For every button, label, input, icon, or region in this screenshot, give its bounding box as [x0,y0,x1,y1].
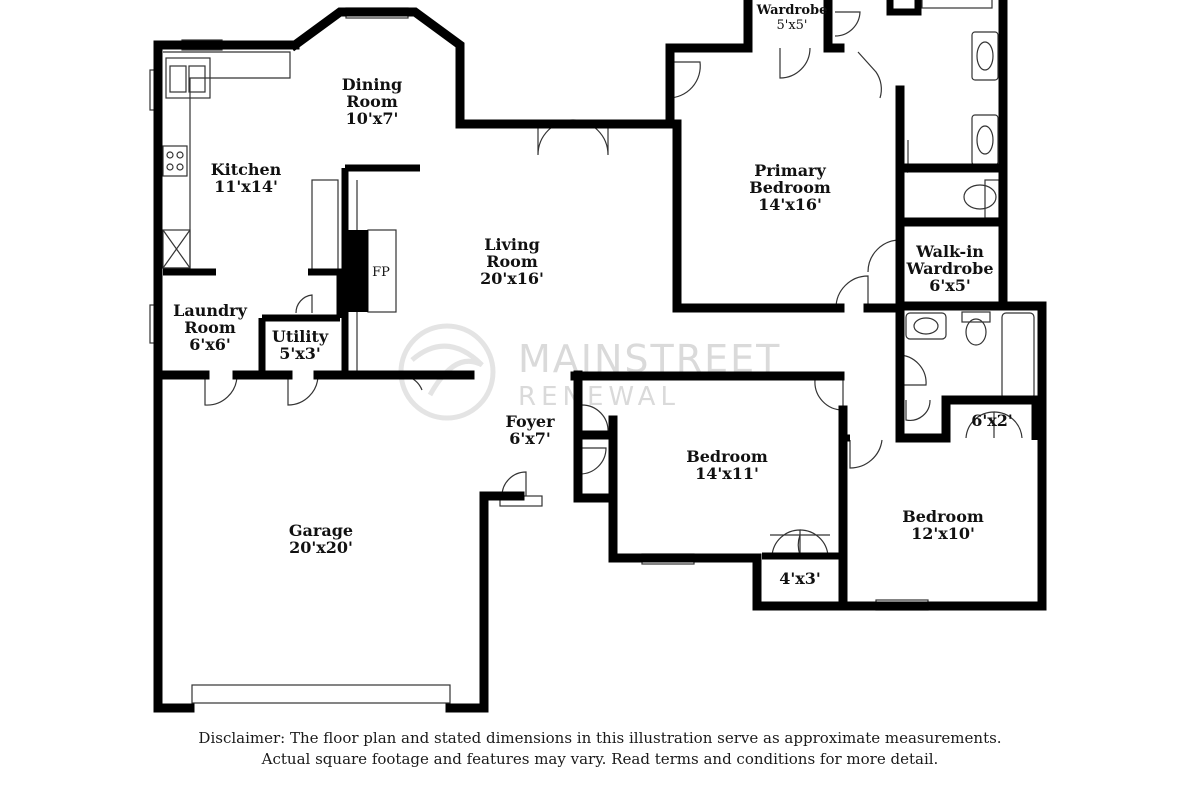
foyer-label: Foyer [505,412,555,431]
closet-right-size: 6'x2' [971,411,1013,430]
garage-size: 20'x20' [289,538,353,557]
living-label-1: Living [484,235,540,254]
walkin-wardrobe-size: 6'x5' [929,276,971,295]
walkin-wardrobe-label-1: Walk-in [915,242,984,261]
walkin-wardrobe-label-2: Wardrobe [905,259,993,278]
utility-size: 5'x3' [279,344,321,363]
living-size: 20'x16' [480,269,544,288]
interior-walls [163,0,1039,560]
bedroom-center-size: 14'x11' [695,464,759,483]
foyer-size: 6'x7' [509,429,551,448]
primary-bedroom-label-1: Primary [754,161,826,180]
laundry-size: 6'x6' [189,335,231,354]
bedroom-right-size: 12'x10' [911,524,975,543]
watermark-line2: RENEWAL [518,382,680,412]
bedroom-right-label: Bedroom [902,507,984,526]
kitchen-size: 11'x14' [214,177,278,196]
laundry-label-2: Room [184,318,236,337]
utility-label: Utility [272,327,329,346]
dining-size: 10'x7' [346,109,399,128]
disclaimer-line-2: Actual square footage and features may v… [261,750,939,768]
room-labels: Dining Room 10'x7' Kitchen 11'x14' Livin… [173,3,1013,588]
fireplace-icon [342,230,368,312]
closet-small-size: 4'x3' [779,569,821,588]
primary-bedroom-label-2: Bedroom [749,178,831,197]
disclaimer-line-1: Disclaimer: The floor plan and stated di… [198,729,1002,747]
primary-bedroom-size: 14'x16' [758,195,822,214]
laundry-label-1: Laundry [173,301,248,320]
top-wardrobe-size: 5'x5' [776,18,807,33]
living-label-2: Room [486,252,538,271]
bedroom-center-label: Bedroom [686,447,768,466]
fireplace-label: FP [372,265,390,280]
dining-label-1: Dining [342,75,402,94]
kitchen-label: Kitchen [211,160,282,179]
garage-label: Garage [289,521,353,540]
top-wardrobe-label: Wardrobe [756,3,828,18]
dining-label-2: Room [346,92,398,111]
